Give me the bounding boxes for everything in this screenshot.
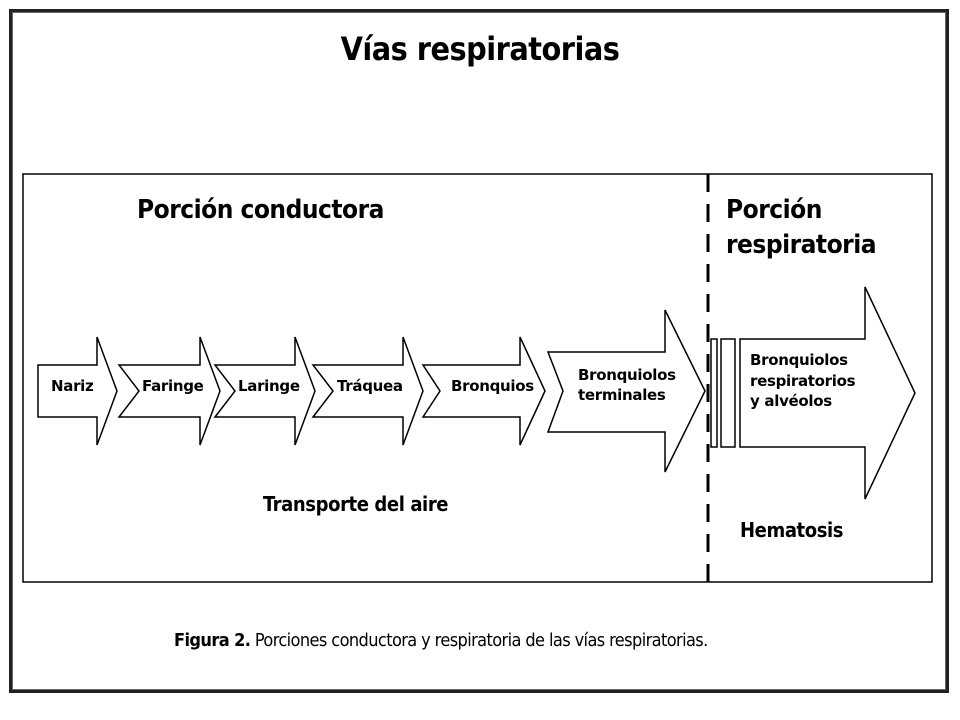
arrow-bronquiolos-terminales (546, 309, 706, 473)
respiratorios-line1: Bronquiolos (750, 351, 848, 369)
arrow-bronquiolos-respiratorios (739, 286, 916, 500)
divider-bar-left (710, 338, 718, 448)
figure-caption: Figura 2. Porciones conductora y respira… (174, 630, 708, 651)
respiratorios-line2: respiratorios (750, 371, 856, 390)
caption-prefix: Figura 2. (174, 630, 251, 651)
divider-bar-right (720, 338, 736, 448)
terminales-line2: terminales (578, 385, 666, 404)
respiratorios-line3: y alvéolos (750, 392, 832, 411)
conducting-portion-heading: Porción conductora (137, 195, 384, 225)
terminales-line1: Bronquiolos (578, 366, 676, 384)
arrow-nariz (37, 336, 118, 446)
respiratory-heading-line1: Porción (726, 195, 822, 225)
laringe-label: Laringe (238, 377, 300, 395)
arrow-faringe (117, 336, 221, 446)
faringe-label: Faringe (142, 377, 204, 395)
bronquiolos-respiratorios-label: Bronquiolos respiratorios y alvéolos (750, 350, 870, 412)
diagram-title: Vías respiratorias (340, 30, 620, 68)
bronquios-label: Bronquios (451, 377, 534, 395)
hematosis-label: Hematosis (740, 518, 844, 542)
arrow-laringe (213, 336, 316, 446)
traquea-label: Tráquea (337, 377, 403, 395)
transport-label: Transporte del aire (263, 492, 449, 516)
inner-frame (12, 12, 946, 690)
nariz-label: Nariz (51, 377, 94, 395)
caption-text: Porciones conductora y respiratoria de l… (254, 630, 708, 651)
arrow-bronquios (421, 336, 546, 446)
outer-frame (9, 9, 949, 693)
respiratory-portion-heading: Porción respiratoria (726, 193, 906, 263)
diagram-panel (22, 173, 933, 583)
arrow-traquea (311, 336, 424, 446)
bronquiolos-terminales-label: Bronquiolos terminales (578, 366, 688, 405)
respiratory-heading-line2: respiratoria (726, 230, 877, 261)
